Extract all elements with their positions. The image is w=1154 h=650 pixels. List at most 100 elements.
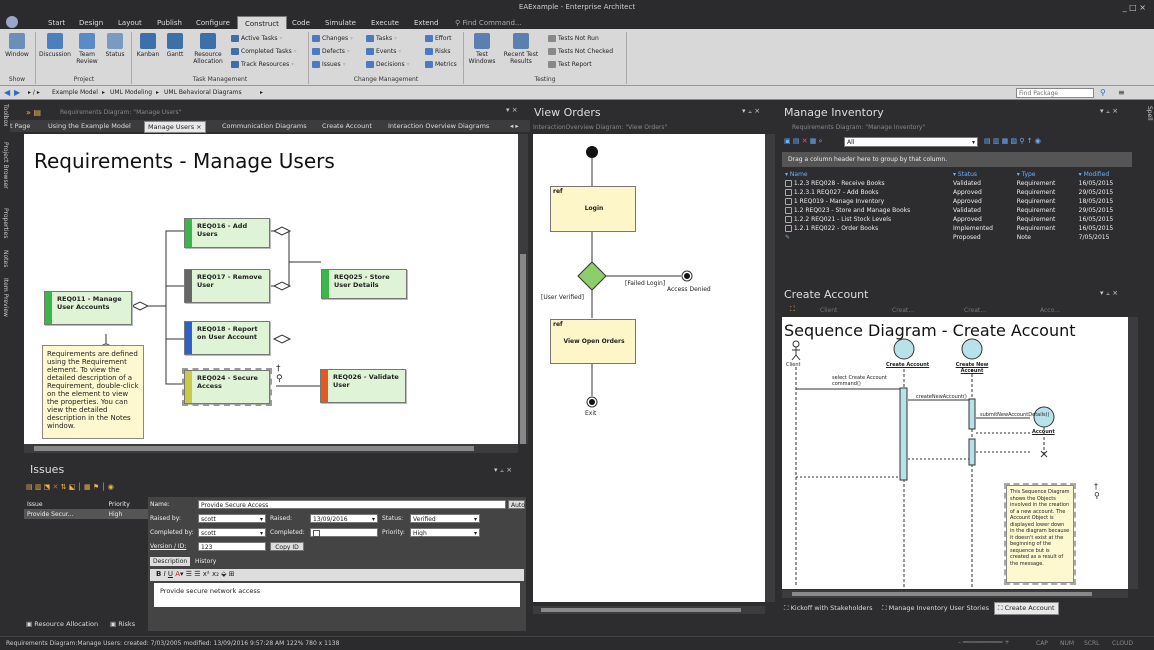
inventory-toolbar-right[interactable]: ▤ ▥ ▦ ▧ ⚲ ↑ ◉	[984, 137, 1041, 145]
tab-create-account-bottom[interactable]: ⛶ Create Account	[994, 602, 1059, 615]
format-toolbar[interactable]: B I U A▾ ☰ ☰ x² x₂ ⬙ ⊞	[150, 569, 524, 581]
menu-layout[interactable]: Layout	[118, 19, 142, 27]
tests-not-checked-button[interactable]: Tests Not Checked	[548, 48, 613, 55]
recent-test-results-button[interactable]: Recent Test Results	[501, 33, 541, 65]
project-browser-tab[interactable]: Project Browser	[2, 142, 9, 189]
tasks-button[interactable]: Tasks ▾	[366, 35, 397, 42]
menu-configure[interactable]: Configure	[196, 19, 230, 27]
req017-box[interactable]: REQ017 - Remove User	[184, 269, 270, 303]
spell-tab[interactable]: Spell	[1146, 106, 1153, 121]
item-preview-tab[interactable]: Item Preview	[2, 278, 9, 317]
crumb-uml-behavioral[interactable]: UML Behavioral Diagrams	[164, 89, 242, 96]
req024-box[interactable]: REQ024 - Secure Access	[182, 368, 272, 406]
inventory-toolbar[interactable]: ▣ ▤ ✕ ▦ ⌕	[784, 137, 823, 145]
menu-publish[interactable]: Publish	[157, 19, 182, 27]
menu-design[interactable]: Design	[79, 19, 104, 27]
app-logo-icon[interactable]	[6, 16, 18, 28]
resource-allocation-button[interactable]: Resource Allocation	[189, 33, 227, 65]
sequence-note[interactable]: This Sequence Diagram shows the Objects …	[1004, 483, 1076, 585]
panel-controls[interactable]: ▾ ⫠ ×	[1100, 289, 1119, 297]
diagram-canvas[interactable]: Requirements - Manage Users REQ016 - Add…	[24, 134, 518, 444]
decisions-button[interactable]: Decisions ▾	[366, 61, 410, 68]
raised-by-select[interactable]: scott▾	[198, 514, 266, 523]
completed-checkbox[interactable]	[313, 530, 320, 537]
view-open-orders-ref-box[interactable]: ref View Open Orders	[550, 319, 636, 364]
sequence-canvas[interactable]: Sequence Diagram - Create Account	[782, 317, 1128, 589]
tab-kickoff[interactable]: ⛶ Kickoff with Stakeholders	[784, 604, 873, 612]
col-modified[interactable]: ▾ Modified	[1078, 171, 1110, 178]
tab-create-account[interactable]: Create Account	[322, 122, 372, 130]
issue-name-field[interactable]: Provide Secure Access	[198, 500, 506, 509]
req025-box[interactable]: REQ025 - Store User Details	[321, 269, 407, 299]
tab-using-example-model[interactable]: Using the Example Model	[48, 122, 131, 130]
panel-controls[interactable]: ▾ ⫠ ×	[494, 466, 513, 474]
table-row[interactable]: Provide Secur...High	[24, 509, 148, 519]
forward-icon[interactable]: ▶	[14, 88, 21, 97]
team-review-button[interactable]: Team Review	[74, 33, 100, 65]
filter-select[interactable]: All▾	[844, 137, 978, 147]
menu-execute[interactable]: Execute	[371, 19, 399, 27]
risks-button[interactable]: Risks	[425, 48, 451, 55]
find-command[interactable]: ⚲ Find Command...	[455, 19, 522, 27]
trace-icon[interactable]: †⚲	[276, 364, 283, 384]
group-by-hint[interactable]: Drag a column header here to group by th…	[782, 152, 1132, 167]
auto-button[interactable]: Auto	[508, 500, 525, 509]
discussion-button[interactable]: Discussion	[38, 33, 72, 58]
panel-controls[interactable]: ▾ ⫠ ×	[1100, 107, 1119, 115]
track-resources-button[interactable]: Track Resources ▾	[231, 61, 294, 68]
test-windows-button[interactable]: Test Windows	[465, 33, 499, 65]
changes-button[interactable]: Changes ▾	[312, 35, 353, 42]
metrics-button[interactable]: Metrics	[425, 61, 457, 68]
version-field[interactable]: 123	[198, 542, 266, 551]
col-type[interactable]: ▾ Type	[1016, 171, 1036, 178]
trace-icon[interactable]: †⚲	[1094, 482, 1100, 500]
root-crumb[interactable]: ▸ / ▸	[28, 89, 40, 96]
tab-communication-diagrams[interactable]: Communication Diagrams	[222, 122, 307, 130]
events-button[interactable]: Events ▾	[366, 48, 401, 55]
tab-history[interactable]: History	[195, 558, 217, 565]
properties-tab[interactable]: Properties	[2, 208, 9, 239]
tab-interaction-overview[interactable]: Interaction Overview Diagrams	[388, 122, 490, 130]
tab-scroll-icon[interactable]: ◂ ▸	[510, 122, 519, 130]
col-status[interactable]: ▾ Status	[953, 171, 978, 178]
window-controls[interactable]: _ □ ×	[1122, 3, 1146, 12]
issues-button[interactable]: Issues ▾	[312, 61, 346, 68]
panel-controls[interactable]: ▾ ×	[506, 106, 518, 114]
effort-button[interactable]: Effort	[425, 35, 451, 42]
horizontal-scrollbar[interactable]	[24, 444, 518, 453]
description-editor[interactable]: Provide secure network access	[154, 583, 520, 607]
req026-box[interactable]: REQ026 - Validate User	[320, 369, 406, 403]
toolbox-tab[interactable]: Toolbox	[2, 104, 9, 127]
completed-by-select[interactable]: scott▾	[198, 528, 266, 537]
font-color-icon[interactable]: A	[175, 570, 181, 578]
zoom-slider[interactable]: – ━━━━━━━━━━━ +	[958, 639, 1010, 646]
tab-resource-allocation[interactable]: ▣ Resource Allocation	[26, 620, 99, 628]
tab-manage-users[interactable]: Manage Users ×	[144, 121, 206, 133]
lifeline-toolbar-icon[interactable]: ⛶	[790, 305, 795, 313]
tab-manage-inventory-stories[interactable]: ⛶ Manage Inventory User Stories	[882, 604, 990, 612]
menu-icon[interactable]: ≡	[1118, 88, 1125, 97]
tab-description[interactable]: Description	[150, 557, 191, 566]
defects-button[interactable]: Defects ▾	[312, 48, 350, 55]
priority-select[interactable]: High▾	[410, 528, 480, 537]
find-package-input[interactable]	[1016, 88, 1094, 98]
login-ref-box[interactable]: ref Login	[550, 186, 636, 232]
completed-date-field[interactable]	[310, 528, 378, 537]
tab-start-page[interactable]: t Page	[10, 122, 31, 130]
active-tasks-button[interactable]: Active Tasks ▾	[231, 35, 282, 42]
notes-tab[interactable]: Notes	[2, 250, 9, 268]
menu-construct[interactable]: Construct	[237, 16, 287, 31]
panel-controls[interactable]: ▾ ⫠ ×	[742, 107, 761, 115]
horizontal-scrollbar[interactable]	[533, 606, 765, 614]
tests-not-run-button[interactable]: Tests Not Run	[548, 35, 599, 42]
gantt-button[interactable]: Gantt	[163, 33, 187, 58]
status-button[interactable]: Status	[102, 33, 128, 58]
horizontal-scrollbar[interactable]	[782, 590, 1128, 598]
menu-simulate[interactable]: Simulate	[325, 19, 356, 27]
